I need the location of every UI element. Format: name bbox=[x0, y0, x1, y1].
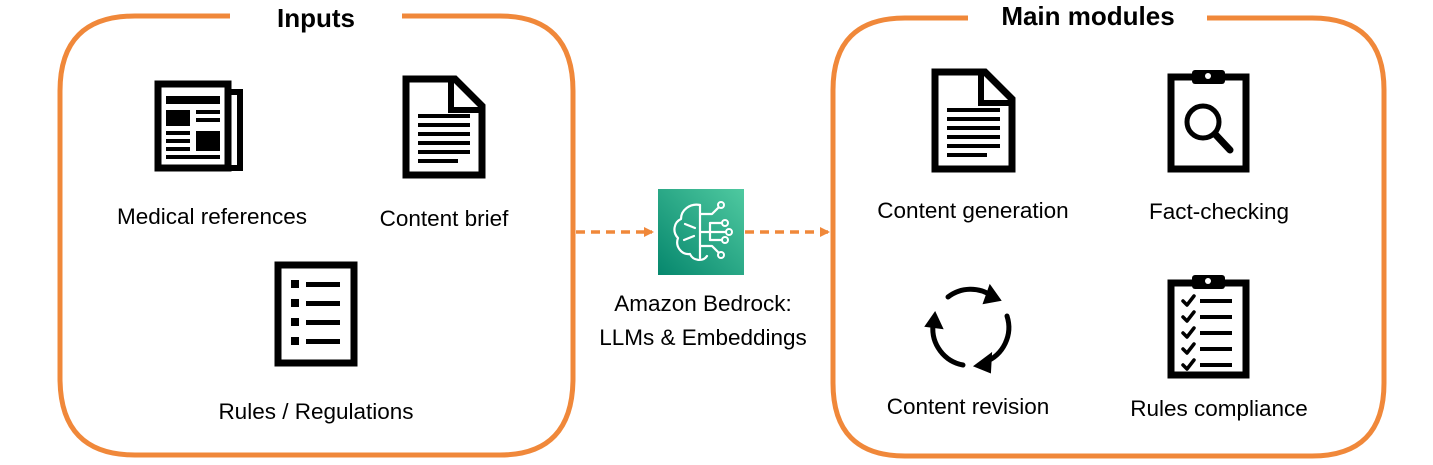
clipboard-checklist-icon bbox=[1167, 275, 1250, 379]
label-content-generation: Content generation bbox=[877, 198, 1068, 223]
newspaper-icon bbox=[154, 80, 243, 172]
modules-container bbox=[830, 15, 1387, 459]
cycle-arrows-icon bbox=[924, 283, 1012, 374]
label-rules-compliance: Rules compliance bbox=[1130, 396, 1308, 421]
bedrock-label-line2: LLMs & Embeddings bbox=[599, 325, 807, 350]
checklist-icon bbox=[274, 261, 358, 367]
label-rules-regulations: Rules / Regulations bbox=[218, 399, 413, 424]
modules-title: Main modules bbox=[1001, 1, 1174, 31]
label-fact-checking: Fact-checking bbox=[1149, 199, 1289, 224]
inputs-title: Inputs bbox=[277, 3, 355, 33]
label-content-revision: Content revision bbox=[887, 394, 1050, 419]
amazon-bedrock-icon bbox=[658, 189, 744, 275]
label-content-brief: Content brief bbox=[380, 206, 510, 231]
inputs-container bbox=[57, 13, 576, 458]
document-icon bbox=[402, 75, 486, 179]
bedrock-label-line1: Amazon Bedrock: bbox=[614, 291, 792, 316]
document-icon bbox=[931, 68, 1016, 173]
label-medical-references: Medical references bbox=[117, 204, 307, 229]
clipboard-search-icon bbox=[1167, 70, 1250, 173]
